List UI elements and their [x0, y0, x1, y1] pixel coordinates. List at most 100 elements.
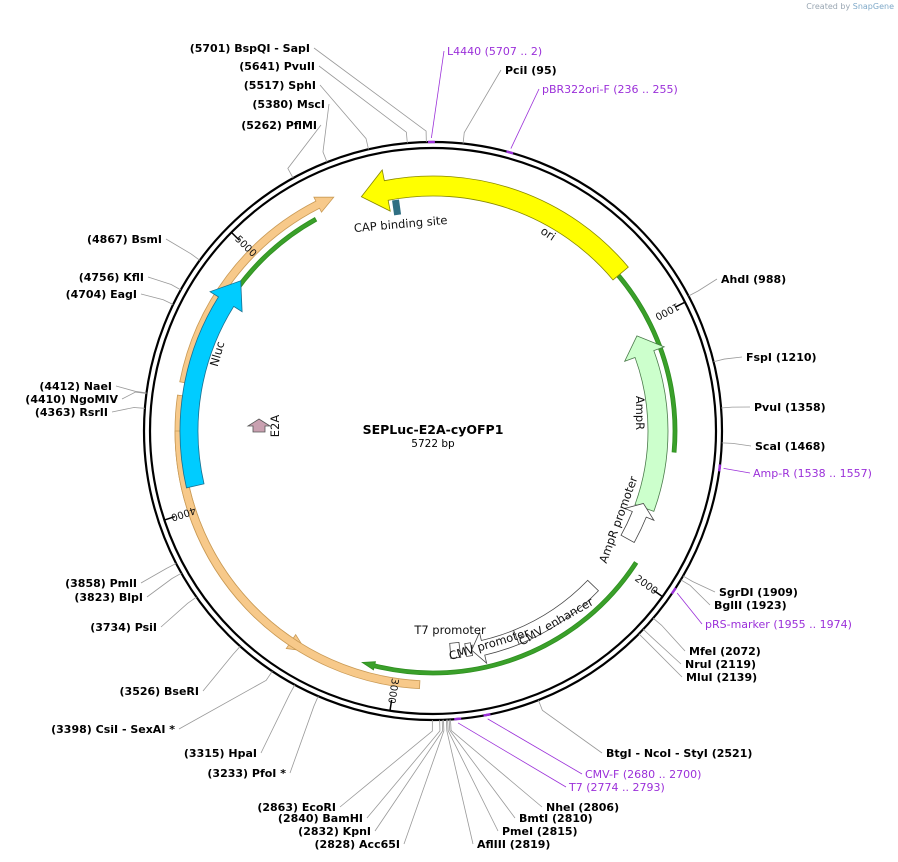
site-leader-line: [313, 47, 427, 143]
site-leader-line: [147, 276, 181, 291]
site-leader-line: [680, 579, 711, 606]
site-leader-line: [260, 684, 296, 754]
site-leader-line: [688, 278, 718, 297]
restriction-site-label[interactable]: (2832) KpnI: [298, 825, 371, 838]
restriction-site-label[interactable]: (3315) HpaI: [184, 747, 257, 760]
site-leader-line: [140, 563, 177, 584]
site-leader-line: [287, 124, 322, 179]
primer-marker: [483, 713, 491, 717]
site-leader-line: [642, 628, 682, 665]
tick-mark: [653, 589, 663, 598]
site-leader-line: [121, 391, 147, 400]
primer-layer: L4440 (5707 .. 2) pBR322ori-F (236 .. 255…: [427, 45, 872, 794]
primer-label[interactable]: pRS-marker (1955 .. 1974): [705, 618, 852, 631]
site-leader-line: [146, 572, 182, 598]
site-leader-line: [450, 719, 543, 808]
primer-leader-line: [457, 722, 567, 788]
site-leader-line: [319, 84, 369, 150]
tick-mark: [389, 699, 393, 711]
plasmid-center-label: SEPLuc-E2A-cyOFP1 5722 bp: [363, 422, 504, 450]
restriction-site-label[interactable]: (4867) BsmI: [87, 233, 162, 246]
restriction-site-label[interactable]: (3823) BlpI: [74, 591, 143, 604]
restriction-site-label[interactable]: (3734) PsiI: [90, 621, 157, 634]
inner-ring: [148, 146, 718, 716]
restriction-site-label[interactable]: (5380) MscI: [252, 98, 325, 111]
restriction-site-label[interactable]: (2840) BamHI: [278, 812, 363, 825]
restriction-site-label[interactable]: (5517) SphI: [244, 79, 316, 92]
site-leader-line: [178, 670, 273, 730]
restriction-site-label[interactable]: AflIII (2819): [477, 838, 550, 851]
primer-label[interactable]: T7 (2774 .. 2793): [568, 781, 665, 794]
restriction-site-label[interactable]: MfeI (2072): [689, 645, 761, 658]
green-arrow-bottom: [361, 561, 639, 676]
e2a-arrow: [246, 418, 272, 433]
restriction-site-label[interactable]: (4756) KflI: [79, 271, 144, 284]
restriction-site-label[interactable]: NheI (2806): [546, 801, 619, 814]
restriction-site-label[interactable]: MluI (2139): [686, 671, 757, 684]
primer-marker: [670, 587, 677, 595]
restriction-site-label[interactable]: AhdI (988): [721, 273, 786, 286]
tick-mark: [164, 515, 176, 521]
primer-leader-line: [723, 467, 751, 474]
restriction-site-label[interactable]: (4363) RsrII: [35, 406, 108, 419]
site-leader-line: [403, 719, 445, 845]
ori-label: ori: [538, 224, 558, 244]
restriction-site-label[interactable]: (3858) PmlI: [65, 577, 137, 590]
restriction-site-label[interactable]: (5641) PvuII: [239, 60, 315, 73]
site-leader-line: [160, 596, 197, 628]
nluc-label: Nluc: [207, 340, 227, 368]
site-leader-line: [318, 65, 408, 144]
restriction-site-label[interactable]: SgrDI (1909): [719, 586, 798, 599]
site-leader-line: [538, 699, 603, 754]
site-leader-line: [140, 293, 174, 305]
site-leader-line: [638, 633, 683, 678]
site-leader-line: [322, 103, 330, 163]
ampr-arrow: [623, 335, 669, 512]
primer-label[interactable]: L4440 (5707 .. 2): [447, 45, 542, 58]
restriction-site-label[interactable]: BtgI - NcoI - StyI (2521): [606, 747, 752, 760]
primer-label[interactable]: CMV-F (2680 .. 2700): [585, 768, 701, 781]
site-leader-line: [447, 719, 499, 832]
site-leader-line: [721, 406, 751, 409]
restriction-site-label[interactable]: (3526) BseRI: [120, 685, 199, 698]
green-arrow-right: [563, 225, 678, 453]
restriction-site-label[interactable]: (2828) Acc65I: [315, 838, 400, 851]
restriction-site-label[interactable]: (4704) EagI: [66, 288, 137, 301]
orange-cds-bottom: [174, 430, 421, 690]
site-layer: (5701) BspQI - SapI (5641) PvuII (5517) Sp…: [25, 42, 825, 851]
restriction-site-label[interactable]: (4410) NgoMIV: [25, 393, 118, 406]
cap-binding-site-label: CAP binding site: [353, 213, 448, 235]
site-leader-line: [289, 696, 319, 774]
tick-mark: [230, 231, 240, 241]
primer-label[interactable]: Amp-R (1538 .. 1557): [753, 467, 872, 480]
restriction-site-label[interactable]: (3398) CsiI - SexAI *: [51, 723, 175, 736]
restriction-site-label[interactable]: BglII (1923): [714, 599, 787, 612]
restriction-site-label[interactable]: NruI (2119): [685, 658, 756, 671]
plasmid-name: SEPLuc-E2A-cyOFP1: [363, 422, 504, 437]
restriction-site-label[interactable]: (2863) EcoRI: [257, 801, 336, 814]
e2a-label: E2A: [268, 415, 282, 438]
tick-label: 1000: [653, 300, 681, 321]
site-leader-line: [339, 719, 433, 808]
cmv-promoter-extension: [464, 642, 474, 657]
site-leader-line: [202, 646, 241, 692]
restriction-site-label[interactable]: (5262) PflMI: [241, 119, 317, 132]
primer-leader-line: [510, 88, 540, 149]
restriction-site-label[interactable]: BmtI (2810): [519, 812, 593, 825]
restriction-site-label[interactable]: PciI (95): [505, 64, 557, 77]
restriction-site-label[interactable]: (5701) BspQI - SapI: [190, 42, 310, 55]
primer-label[interactable]: pBR322ori-F (236 .. 255): [542, 83, 678, 96]
restriction-site-label[interactable]: FspI (1210): [746, 351, 817, 364]
restriction-site-label[interactable]: (3233) PfoI *: [207, 767, 286, 780]
site-leader-line: [713, 356, 743, 363]
nluc-arrow: [179, 280, 243, 489]
restriction-site-label[interactable]: (4412) NaeI: [39, 380, 112, 393]
restriction-site-label[interactable]: PmeI (2815): [502, 825, 578, 838]
restriction-site-label[interactable]: ScaI (1468): [755, 440, 825, 453]
ampr-label: AmpR: [633, 396, 647, 430]
restriction-site-label[interactable]: PvuI (1358): [754, 401, 826, 414]
site-leader-line: [366, 719, 441, 819]
credit-prefix: Created by: [806, 2, 851, 11]
primer-marker: [506, 150, 514, 155]
